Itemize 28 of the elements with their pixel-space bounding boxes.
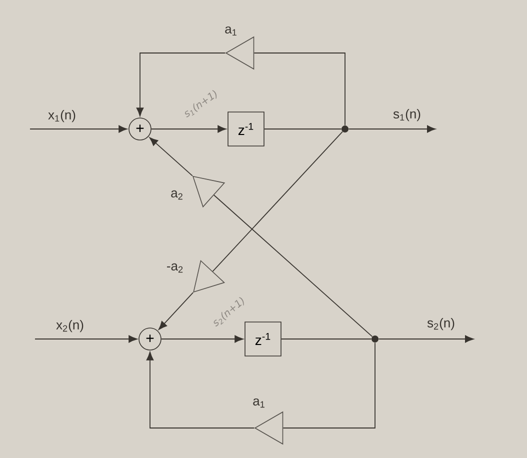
connector-line <box>280 338 372 340</box>
arrow <box>146 352 255 428</box>
signal-label: x$_{1}$(n) <box>48 110 76 122</box>
delay-box: z$^{-1}$ <box>244 322 282 356</box>
connector-line <box>214 194 373 337</box>
arrow <box>34 335 138 343</box>
signal-label: x$_{2}$(n) <box>56 320 84 332</box>
junction-dot <box>372 336 378 342</box>
arrow <box>30 125 128 133</box>
delay-box: z$^{-1}$ <box>228 112 264 146</box>
arrow <box>136 52 226 116</box>
signal-label: s$_{1}$(n) <box>393 108 420 122</box>
connector-line <box>264 128 342 130</box>
arrow <box>160 335 244 343</box>
arrow <box>378 335 474 343</box>
gain-label: a$_{2}$ <box>171 190 182 200</box>
gain-label: a$_{1}$ <box>253 398 264 408</box>
arrow <box>158 292 194 330</box>
connector-line <box>212 131 343 272</box>
signal-label: s$_{2}$(n) <box>427 318 454 330</box>
connector-line <box>282 342 376 428</box>
gain-label: -a$_{2}$ <box>167 263 183 273</box>
arrow <box>348 125 436 133</box>
arrow <box>150 125 226 133</box>
connector-line <box>254 52 346 126</box>
arrow <box>149 137 193 176</box>
junction-dot <box>342 126 348 132</box>
gain-label: a$_{1}$ <box>225 26 236 36</box>
